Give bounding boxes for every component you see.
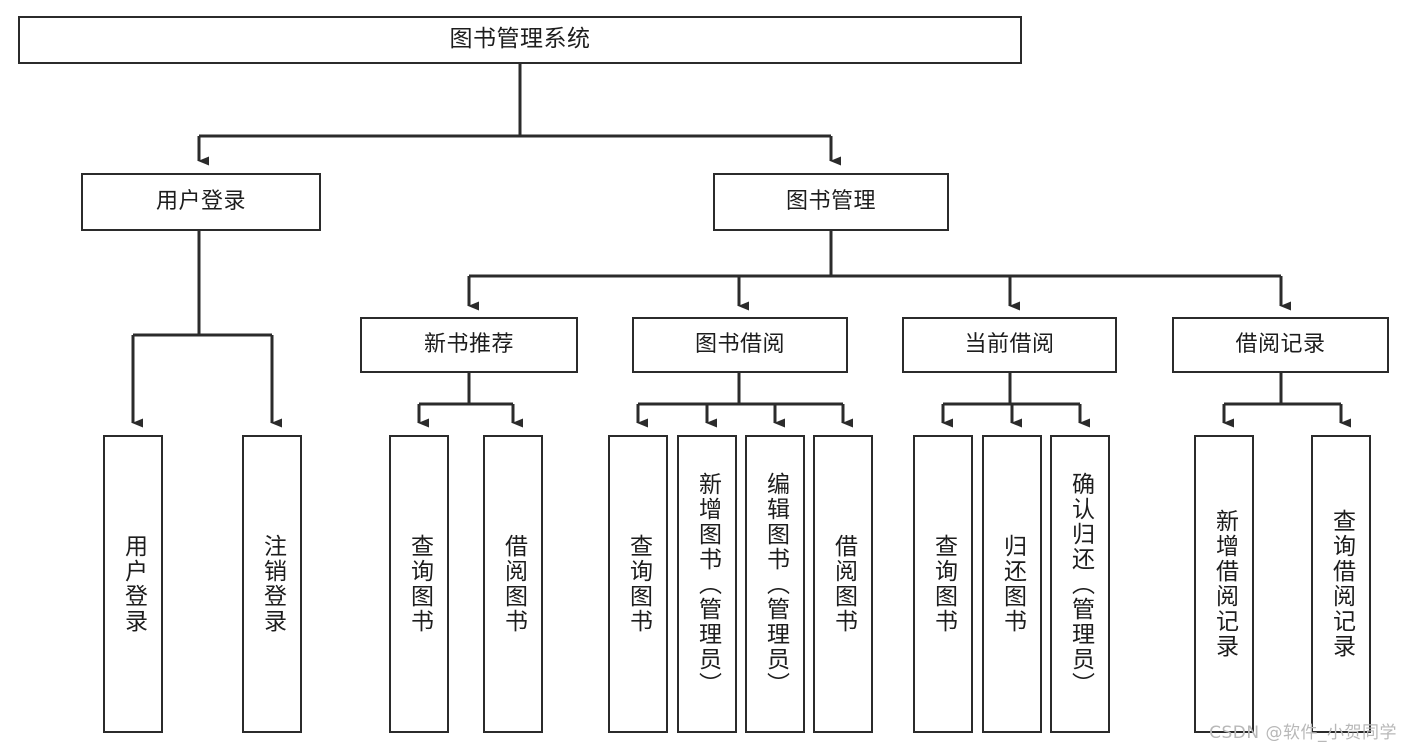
node-label: 归还图书 — [999, 534, 1026, 634]
node-label: 借阅记录 — [1235, 331, 1326, 357]
node-new-book-recommend[interactable]: 新书推荐 — [360, 317, 578, 373]
node-current-borrow[interactable]: 当前借阅 — [902, 317, 1117, 373]
node-label: 当前借阅 — [964, 331, 1055, 357]
leaf-borrow-book-newbook[interactable]: 借阅图书 — [483, 435, 543, 733]
node-label: 新增借阅记录 — [1211, 509, 1238, 659]
node-book-borrow[interactable]: 图书借阅 — [632, 317, 848, 373]
node-label: 查询图书 — [406, 534, 433, 634]
leaf-query-book-newbook[interactable]: 查询图书 — [389, 435, 449, 733]
leaf-borrow-book[interactable]: 借阅图书 — [813, 435, 873, 733]
node-book-management[interactable]: 图书管理 — [713, 173, 949, 231]
node-label: 新书推荐 — [423, 331, 514, 357]
node-label: 借阅图书 — [830, 534, 857, 634]
leaf-query-book-current[interactable]: 查询图书 — [913, 435, 973, 733]
node-label: 查询借阅记录 — [1328, 509, 1355, 659]
leaf-return-book[interactable]: 归还图书 — [982, 435, 1042, 733]
node-label: 注销登录 — [259, 534, 286, 634]
node-label: 确认归还（管理员） — [1067, 471, 1094, 697]
node-label: 用户登录 — [155, 188, 246, 214]
leaf-add-book-admin[interactable]: 新增图书（管理员） — [677, 435, 737, 733]
leaf-confirm-return-admin[interactable]: 确认归还（管理员） — [1050, 435, 1110, 733]
node-root[interactable]: 图书管理系统 — [18, 16, 1022, 64]
leaf-edit-book-admin[interactable]: 编辑图书（管理员） — [745, 435, 805, 733]
node-label: 图书借阅 — [694, 331, 785, 357]
node-label: 新增图书（管理员） — [694, 471, 721, 697]
node-label: 图书管理 — [785, 188, 876, 214]
node-label: 查询图书 — [625, 534, 652, 634]
node-label: 编辑图书（管理员） — [762, 471, 789, 697]
node-label: 图书管理系统 — [449, 26, 591, 53]
leaf-logout[interactable]: 注销登录 — [242, 435, 302, 733]
node-borrow-record[interactable]: 借阅记录 — [1172, 317, 1389, 373]
leaf-query-book-borrow[interactable]: 查询图书 — [608, 435, 668, 733]
node-label: 查询图书 — [930, 534, 957, 634]
leaf-user-login[interactable]: 用户登录 — [103, 435, 163, 733]
leaf-add-borrow-record[interactable]: 新增借阅记录 — [1194, 435, 1254, 733]
node-label: 借阅图书 — [500, 534, 527, 634]
node-label: 用户登录 — [120, 534, 147, 634]
leaf-query-borrow-record[interactable]: 查询借阅记录 — [1311, 435, 1371, 733]
node-user-login[interactable]: 用户登录 — [81, 173, 321, 231]
